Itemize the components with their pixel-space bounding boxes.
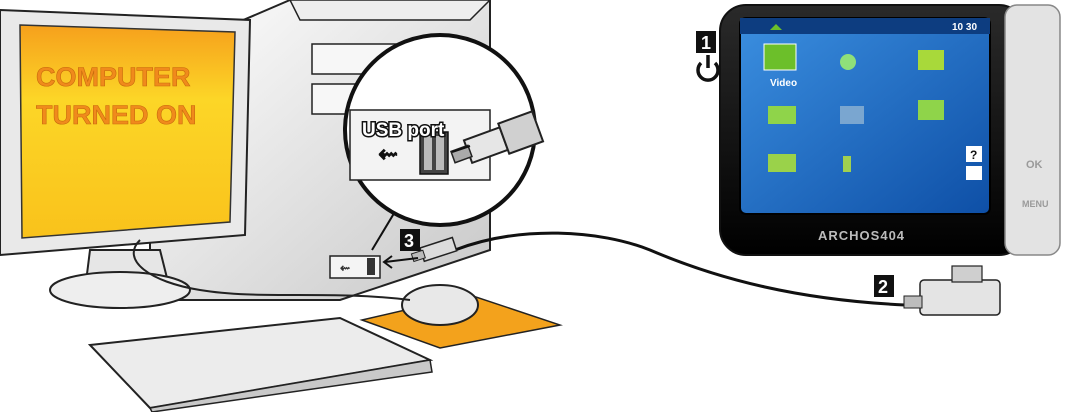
music-icon [840,54,856,70]
web-icon [768,154,796,172]
mouse [402,285,478,325]
help-icon: ? [966,146,982,162]
photo-icon [918,50,944,70]
usb-port-label: USB port [362,120,445,141]
speaker-icon [843,156,851,172]
video-app-label: Video [770,78,797,89]
browser-icon [918,100,944,120]
step-1-badge: 1 [696,31,716,53]
device-brand: ARCHOS404 [818,228,905,243]
folder-icon [768,106,796,124]
step-2-badge: 2 [874,275,894,297]
svg-text:?: ? [970,148,977,162]
screen-text-line2: TURNED ON [36,100,197,130]
device-ok-button[interactable]: OK [1026,159,1043,171]
device-status-time: 10 30 [952,22,977,33]
usb-symbol-icon: ⇜ [378,141,398,168]
volume-icon [966,166,982,180]
svg-text:2: 2 [878,277,888,297]
keyboard [90,318,432,412]
svg-text:OK: OK [1026,159,1043,171]
archos-device [720,5,1060,255]
step-3-badge: 3 [400,229,420,251]
svg-text:3: 3 [404,231,414,251]
screen-text-line1: COMPUTER [36,62,191,92]
svg-text:1: 1 [701,33,711,53]
svg-text:MENU: MENU [1022,199,1049,209]
device-menu-button[interactable]: MENU [1022,199,1049,209]
video-icon [764,44,796,70]
power-adapter [904,266,1000,315]
power-icon [698,55,718,80]
svg-text:⇜: ⇜ [340,261,350,275]
clapper-icon [840,106,864,124]
